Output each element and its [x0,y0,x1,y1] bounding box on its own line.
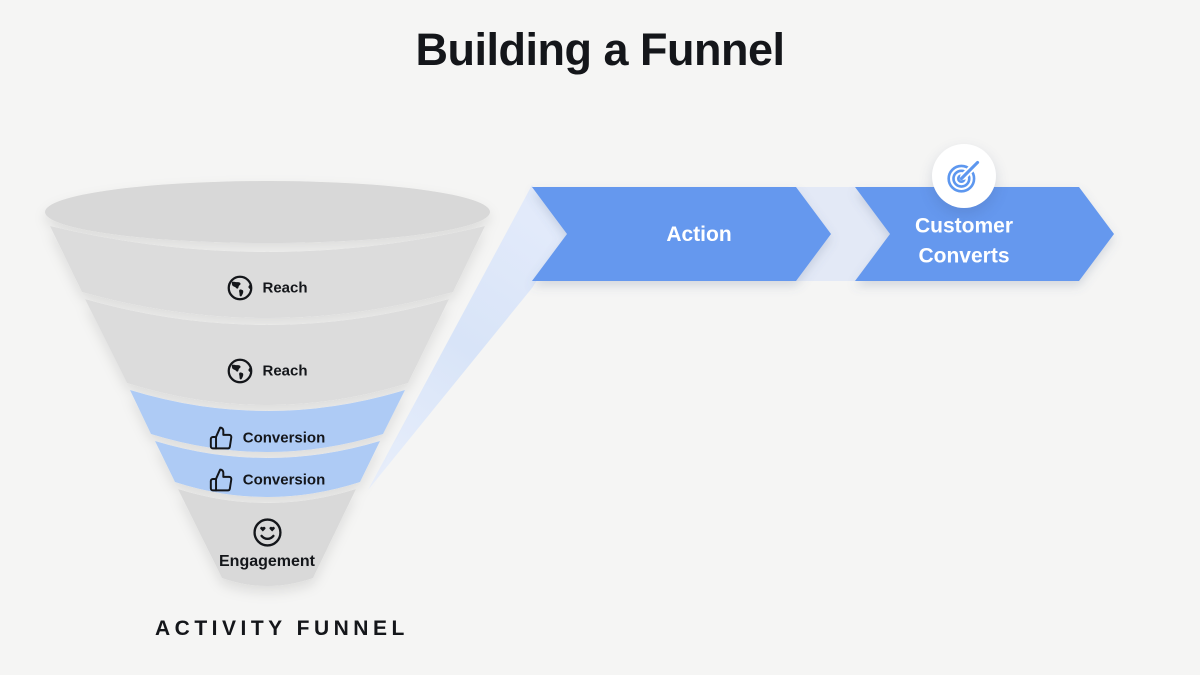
funnel-to-arrow-beam [368,185,567,490]
flow-step-customer-converts-label: Customer Converts [914,214,1014,268]
funnel-top-ellipse [45,181,490,243]
funnel-layer-label: Conversion [242,429,326,447]
funnel-band-engagement [178,489,356,586]
customer-converts-badge [932,144,996,208]
activity-funnel-caption: ACTIVITY FUNNEL [155,617,409,640]
funnel-layer-conversion-1: Conversion [209,426,326,451]
funnel-band-reach-2 [85,299,449,405]
arrow-action [532,187,831,281]
globe-icon [227,358,253,384]
funnel-layer-label: Conversion [242,471,326,489]
heart-eyes-icon [252,518,282,547]
funnel-layer-conversion-2: Conversion [209,468,326,493]
flow-step-action-label: Action [666,222,732,246]
page-title: Building a Funnel [415,24,785,75]
thumbs-up-icon [209,468,233,492]
funnel-layer-reach-2: Reach [226,358,308,385]
funnel-band-conversion-1 [130,390,405,452]
globe-icon [227,275,253,301]
arrow-customer-converts [855,187,1114,281]
target-icon [947,158,982,193]
funnel-band-reach-1 [50,226,485,318]
funnel-layer-label: Engagement [218,553,316,570]
funnel-layer-label: Reach [262,279,308,297]
funnel-layer-reach-1: Reach [226,275,308,302]
thumbs-up-icon [209,426,233,450]
funnel-layer-engagement: Engagement [219,517,315,571]
funnel-layer-label: Reach [262,362,308,380]
